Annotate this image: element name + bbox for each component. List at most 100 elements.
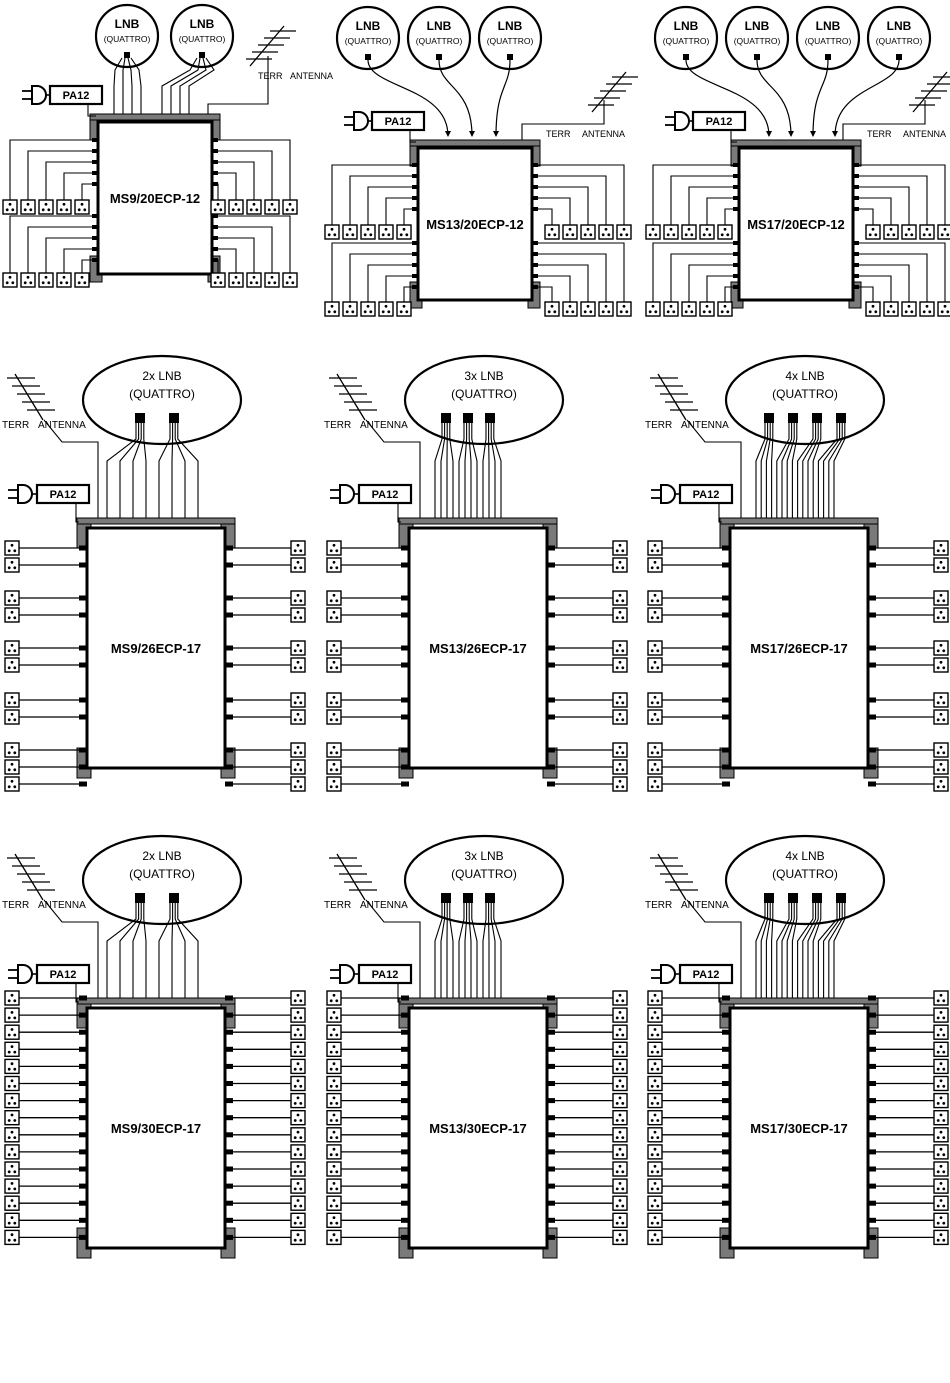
tv-socket-icon: [919, 224, 935, 240]
tv-socket-icon: [326, 557, 342, 573]
antenna-label: ANTENNA: [360, 420, 408, 431]
lnb-label: LNB: [427, 19, 452, 33]
tv-socket-icon: [290, 1092, 306, 1109]
tv-socket-icon: [4, 1195, 20, 1211]
pa12-label: PA12: [63, 90, 90, 102]
lnb-label: LNB: [674, 19, 699, 33]
tv-socket-icon: [4, 692, 20, 708]
quattro-label: (QUATTRO): [663, 36, 710, 46]
tv-socket-icon: [4, 759, 20, 775]
tv-socket-icon: [4, 657, 20, 673]
power-plug-icon: [22, 85, 47, 105]
lnb-quattro-icon: LNB (QUATTRO): [653, 5, 772, 137]
tv-socket-icon: [647, 1058, 663, 1075]
tv-socket-icon: [246, 199, 262, 215]
antenna-label: ANTENNA: [360, 900, 408, 911]
quattro-label: (QUATTRO): [179, 34, 226, 44]
tv-socket-icon: [612, 759, 628, 775]
tv-socket-icon: [647, 557, 663, 573]
lnb-quattro-icon: LNB(QUATTRO): [724, 5, 794, 137]
tv-socket-icon: [933, 742, 949, 758]
tv-socket-icon: [326, 1058, 342, 1075]
tv-socket-icon: [4, 990, 20, 1006]
tv-socket-icon: [933, 776, 949, 792]
lnb-label: LNB: [115, 17, 140, 31]
quattro-label: (QUATTRO): [416, 36, 463, 46]
lnb-head-icon: [485, 893, 495, 903]
tv-socket-icon: [290, 1195, 306, 1211]
tv-socket-icon: [4, 640, 20, 656]
top-connector-strip: [409, 139, 541, 147]
multiswitch-box: [737, 146, 855, 302]
lnb-head-icon: [836, 413, 846, 423]
tv-socket-icon: [647, 1195, 663, 1211]
tv-socket-icon: [544, 224, 560, 240]
tv-socket-icon: [56, 199, 72, 215]
tv-socket-icon: [612, 657, 628, 673]
pa12-label: PA12: [50, 489, 77, 501]
terrestrial-antenna-icon: [329, 853, 377, 901]
tv-socket-icon: [612, 1127, 628, 1143]
tv-socket-icon: [612, 709, 628, 725]
terr-label: TERR: [867, 129, 892, 139]
lnb-head-icon: [463, 893, 473, 903]
antenna-label: ANTENNA: [290, 71, 333, 81]
pa12-label: PA12: [385, 116, 412, 128]
tv-socket-icon: [612, 557, 628, 573]
tv-socket-icon: [290, 1058, 306, 1075]
pa12-power-supply: PA12: [35, 963, 91, 985]
lnb-head-icon: [836, 893, 846, 903]
multiswitch-body: MS13/26ECP-17: [398, 517, 558, 779]
quattro-label: (QUATTRO): [772, 867, 838, 881]
multiswitch-body: MS17/30ECP-17: [719, 997, 879, 1259]
tv-socket-icon: [210, 272, 226, 288]
tv-socket-icon: [326, 692, 342, 708]
pa12-power-supply: PA12: [691, 110, 747, 132]
tv-socket-icon: [2, 272, 18, 288]
tv-socket-icon: [933, 709, 949, 725]
tv-socket-icon: [4, 1007, 20, 1023]
tv-socket-icon: [246, 272, 262, 288]
top-connector-strip: [76, 997, 236, 1005]
tv-socket-icon: [2, 199, 18, 215]
tv-socket-icon: [699, 224, 715, 240]
model-label: MS17/30ECP-17: [750, 1121, 848, 1136]
lnb-quattro-icon: LNB(QUATTRO): [335, 5, 451, 137]
tv-socket-icon: [544, 301, 560, 317]
quattro-label: (QUATTRO): [129, 387, 195, 401]
tv-socket-icon: [647, 1024, 663, 1040]
tv-socket-icon: [598, 224, 614, 240]
quattro-label: (QUATTRO): [129, 867, 195, 881]
tv-socket-icon: [324, 224, 340, 240]
tv-socket-icon: [562, 224, 578, 240]
tv-socket-icon: [20, 199, 36, 215]
tv-socket-icon: [290, 657, 306, 673]
tv-socket-icon: [647, 776, 663, 792]
tv-socket-icon: [883, 301, 899, 317]
quattro-label: (QUATTRO): [487, 36, 534, 46]
pa12-power-supply: PA12: [48, 84, 104, 106]
multiswitch-box: [85, 1006, 227, 1250]
tv-socket-icon: [4, 1024, 20, 1040]
tv-socket-icon: [378, 301, 394, 317]
tv-socket-icon: [326, 1229, 342, 1246]
tv-socket-icon: [264, 199, 280, 215]
tv-socket-icon: [326, 1178, 342, 1194]
tv-socket-icon: [290, 1144, 306, 1160]
lnb-group-icon: 3x LNB(QUATTRO): [403, 354, 565, 446]
tv-socket-icon: [647, 1007, 663, 1023]
tv-socket-icon: [647, 1144, 663, 1160]
tv-socket-icon: [290, 1109, 306, 1126]
tv-socket-icon: [360, 301, 376, 317]
tv-socket-icon: [647, 1212, 663, 1229]
tv-socket-icon: [282, 199, 298, 215]
pa12-label: PA12: [693, 489, 720, 501]
tv-socket-icon: [612, 1075, 628, 1092]
terr-label: TERR: [324, 420, 351, 431]
quattro-label: (QUATTRO): [451, 867, 517, 881]
tv-socket-icon: [647, 1161, 663, 1177]
tv-socket-icon: [580, 224, 596, 240]
lnb-count-label: 3x LNB: [464, 849, 503, 863]
quattro-label: (QUATTRO): [772, 387, 838, 401]
